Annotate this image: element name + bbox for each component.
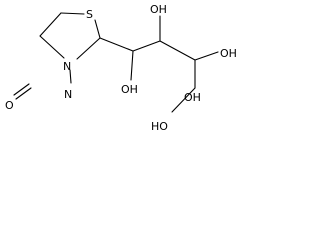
hydroxyl-label-4: OH bbox=[184, 91, 201, 104]
bond-ch2-ch2 bbox=[39, 12, 62, 37]
hydroxyl-label-1: OH bbox=[121, 83, 138, 96]
bond-nitroso-n-o-a bbox=[15, 87, 32, 100]
hydroxyl-label-5: HO bbox=[151, 120, 168, 133]
bond-s-c2 bbox=[94, 19, 101, 39]
molecule-structure: S N N O OH OH OH OH HO bbox=[5, 3, 237, 133]
bond-c4-ho bbox=[171, 87, 196, 113]
bond-c2-c1 bbox=[99, 37, 134, 52]
bond-n-nitroso-n bbox=[69, 69, 72, 84]
bond-n-ch2 bbox=[39, 35, 65, 59]
bond-ch2-s bbox=[60, 12, 85, 15]
bond-c2chain-c3 bbox=[159, 40, 196, 61]
bond-c2-n bbox=[76, 37, 101, 60]
ring-nitrogen-label: N bbox=[63, 60, 71, 73]
bond-c3-oh bbox=[194, 51, 219, 61]
nitroso-nitrogen-label: N bbox=[64, 88, 72, 101]
sulfur-label: S bbox=[86, 8, 93, 21]
bond-c1-c2chain bbox=[132, 40, 161, 52]
hydroxyl-label-3: OH bbox=[220, 47, 237, 60]
nitroso-oxygen-label: O bbox=[5, 99, 14, 112]
bond-nitroso-n-o-b bbox=[13, 83, 30, 96]
bond-c1-oh bbox=[130, 50, 134, 81]
hydroxyl-label-2: OH bbox=[150, 3, 167, 16]
